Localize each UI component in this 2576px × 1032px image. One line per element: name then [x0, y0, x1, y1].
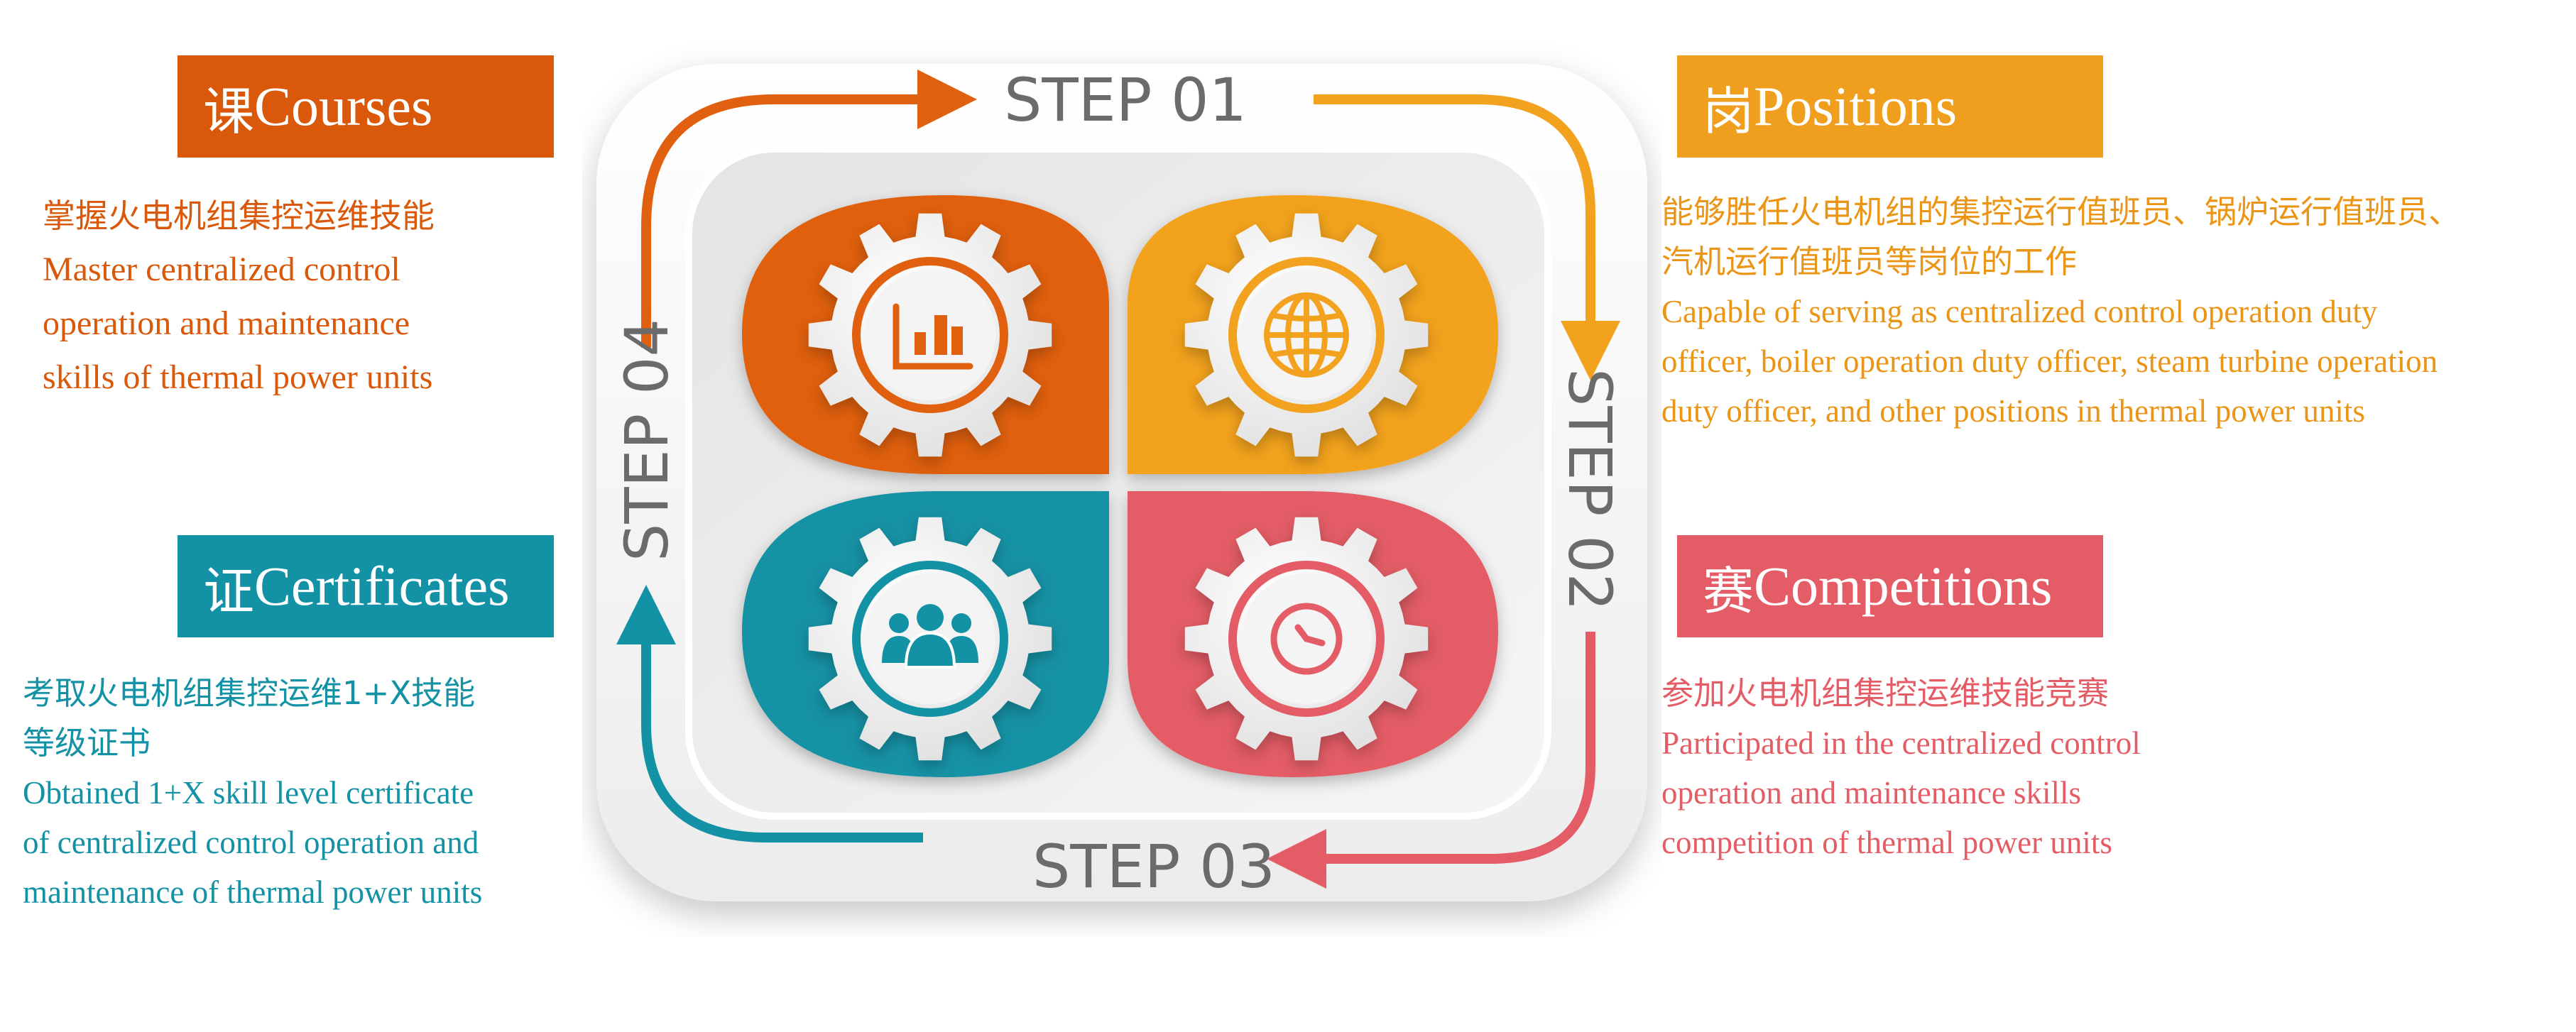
positions-line-zh-1: 能够胜任火电机组的集控运行值班员、锅炉运行值班员、 — [1661, 187, 2460, 237]
step-cycle-diagram: STEP 01 STEP 02 STEP 03 STEP 04 — [582, 43, 1661, 937]
certificates-tag-char: 证 — [203, 549, 254, 624]
certificates-tag-word: Certificates — [254, 554, 510, 618]
courses-tag-word: Courses — [254, 75, 432, 138]
certificates-line-en-3: maintenance of thermal power units — [23, 867, 482, 917]
globe-icon — [1267, 295, 1346, 375]
competitions-tag-word: Competitions — [1754, 554, 2052, 618]
competitions-line-en-3: competition of thermal power units — [1661, 818, 2141, 867]
positions-tag-word: Positions — [1754, 75, 1957, 138]
certificates-line-en-2: of centralized control operation and — [23, 818, 482, 867]
certificates-description: 考取火电机组集控运维1+X技能 等级证书 Obtained 1+X skill … — [23, 669, 482, 917]
positions-line-en-3: duty officer, and other positions in the… — [1661, 386, 2460, 436]
competitions-title-zh: 参加火电机组集控运维技能竞赛 — [1661, 669, 2141, 718]
certificates-line-en-1: Obtained 1+X skill level certificate — [23, 768, 482, 818]
courses-line-en-1: Master centralized control — [43, 243, 435, 297]
positions-line-en-2: officer, boiler operation duty officer, … — [1661, 336, 2460, 386]
step-02-label: STEP 02 — [1555, 368, 1625, 611]
competitions-description: 参加火电机组集控运维技能竞赛 Participated in the centr… — [1661, 669, 2141, 867]
positions-tag-char: 岗 — [1703, 70, 1754, 144]
positions-line-en-1: Capable of serving as centralized contro… — [1661, 287, 2460, 336]
courses-description: 掌握火电机组集控运维技能 Master centralized control … — [43, 189, 435, 405]
positions-description: 能够胜任火电机组的集控运行值班员、锅炉运行值班员、 汽机运行值班员等岗位的工作 … — [1661, 187, 2460, 436]
gear-hub — [865, 270, 995, 400]
certificates-line-zh-2: 等级证书 — [23, 718, 482, 768]
competitions-line-en-2: operation and maintenance skills — [1661, 768, 2141, 818]
competitions-line-en-1: Participated in the centralized control — [1661, 718, 2141, 768]
step-03-label: STEP 03 — [1032, 832, 1275, 901]
step-01-label: STEP 01 — [1004, 65, 1247, 135]
courses-tag-char: 课 — [203, 70, 254, 144]
competitions-tag-char: 赛 — [1703, 549, 1754, 624]
positions-line-zh-2: 汽机运行值班员等岗位的工作 — [1661, 237, 2460, 287]
step-04-label: STEP 04 — [612, 319, 682, 561]
certificates-line-zh-1: 考取火电机组集控运维1+X技能 — [23, 669, 482, 718]
courses-title-zh: 掌握火电机组集控运维技能 — [43, 189, 435, 243]
courses-line-en-2: operation and maintenance — [43, 297, 435, 351]
courses-line-en-3: skills of thermal power units — [43, 351, 435, 405]
